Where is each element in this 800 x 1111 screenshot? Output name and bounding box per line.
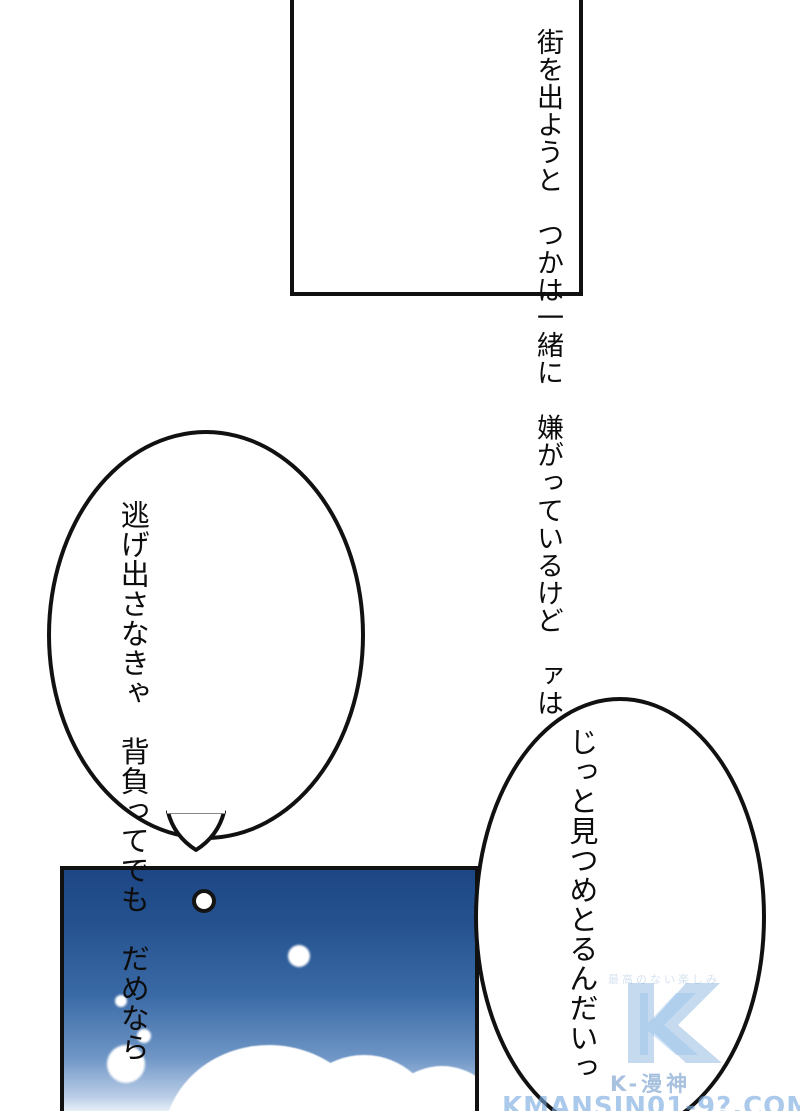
speech-bubble-left-tail	[166, 810, 226, 852]
soft-bubble-2	[115, 995, 127, 1007]
soft-bubble-1	[288, 945, 310, 967]
narration-text: うかもしれない 街を出ようと つかは一緒に 嫌がっているけど ァは	[533, 0, 563, 717]
speech-bubble-left	[47, 430, 365, 840]
speech-bubble-left-text: 逃げ出さなきゃ 背負ってでも だめなら	[116, 500, 149, 1062]
narration-caption-box: うかもしれない 街を出ようと つかは一緒に 嫌がっているけど ァは	[290, 0, 583, 717]
soft-bubble-3	[137, 1029, 151, 1043]
sky-panel	[60, 866, 479, 1111]
speech-bubble-right-text: じっと見つめとるんだいっ 何をそんなに	[564, 727, 597, 1111]
outlined-bubble	[192, 889, 216, 913]
speech-bubble-right	[474, 697, 766, 1111]
soft-bubble-4	[107, 1045, 145, 1083]
